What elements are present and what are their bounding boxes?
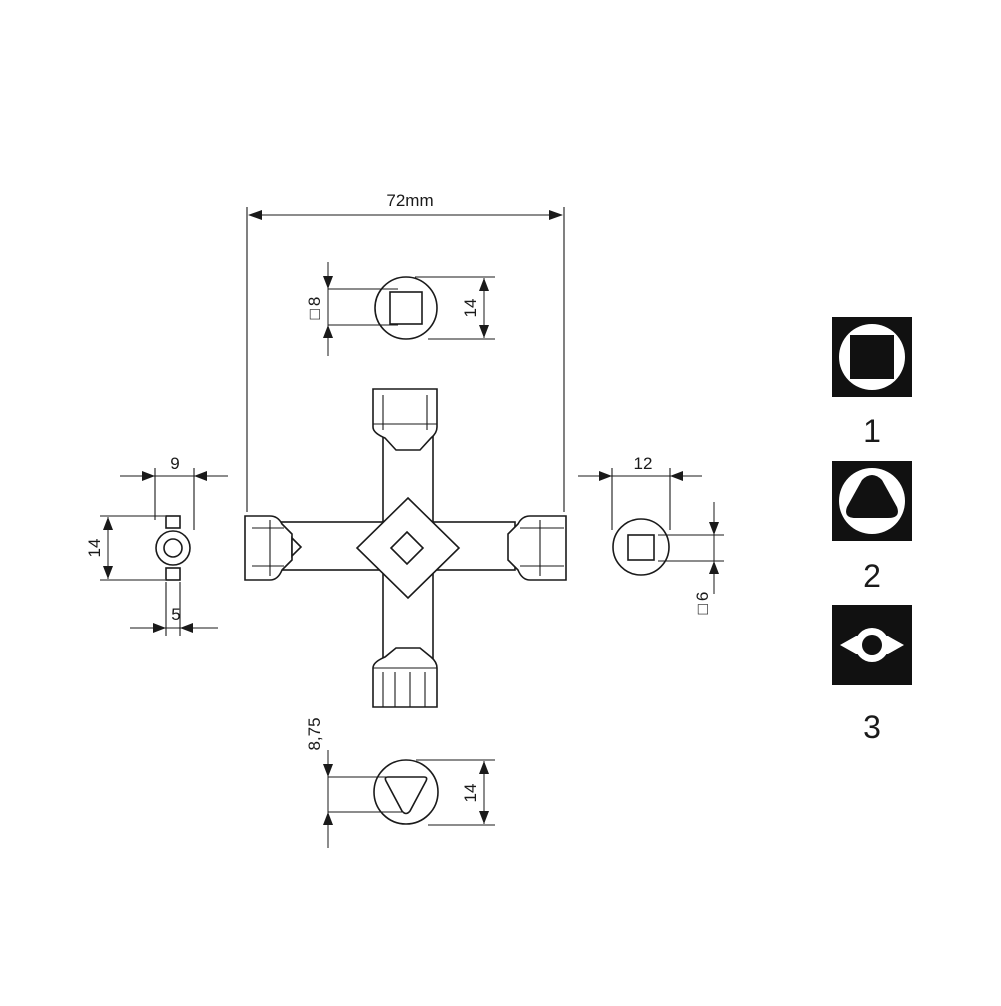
legend-item-1: 1 bbox=[832, 317, 912, 449]
top-diameter-label: 14 bbox=[461, 299, 480, 318]
svg-text:□6: □6 bbox=[693, 592, 712, 615]
legend-item-3: 3 bbox=[832, 605, 912, 745]
right-square-label: 6 bbox=[693, 592, 712, 601]
overall-width-dimension: 72mm bbox=[246, 191, 565, 512]
right-width-label: 12 bbox=[634, 454, 653, 473]
legend-number-1: 1 bbox=[863, 413, 881, 449]
bottom-triangle-label: 8,75 bbox=[305, 717, 324, 750]
legend-number-3: 3 bbox=[863, 709, 881, 745]
left-socket-view: 9 14 5 bbox=[85, 454, 228, 636]
cross-key-body bbox=[244, 388, 567, 708]
legend-number-2: 2 bbox=[863, 558, 881, 594]
square-symbol: □ bbox=[693, 604, 712, 614]
square-symbol: □ bbox=[305, 309, 324, 319]
top-socket-view: □8 14 bbox=[305, 262, 495, 356]
overall-width-label: 72mm bbox=[386, 191, 433, 210]
right-socket-view: 12 □6 bbox=[578, 454, 724, 614]
bottom-diameter-label: 14 bbox=[461, 784, 480, 803]
legend-item-2: 2 bbox=[832, 461, 912, 594]
left-slot-label: 5 bbox=[171, 605, 180, 624]
svg-text:□8: □8 bbox=[305, 297, 324, 320]
legend: 1 2 3 bbox=[832, 317, 912, 745]
left-width-label: 9 bbox=[170, 454, 179, 473]
bottom-socket-view: 8,75 14 bbox=[305, 717, 495, 848]
top-square-label: 8 bbox=[305, 297, 324, 306]
left-diameter-label: 14 bbox=[85, 539, 104, 558]
